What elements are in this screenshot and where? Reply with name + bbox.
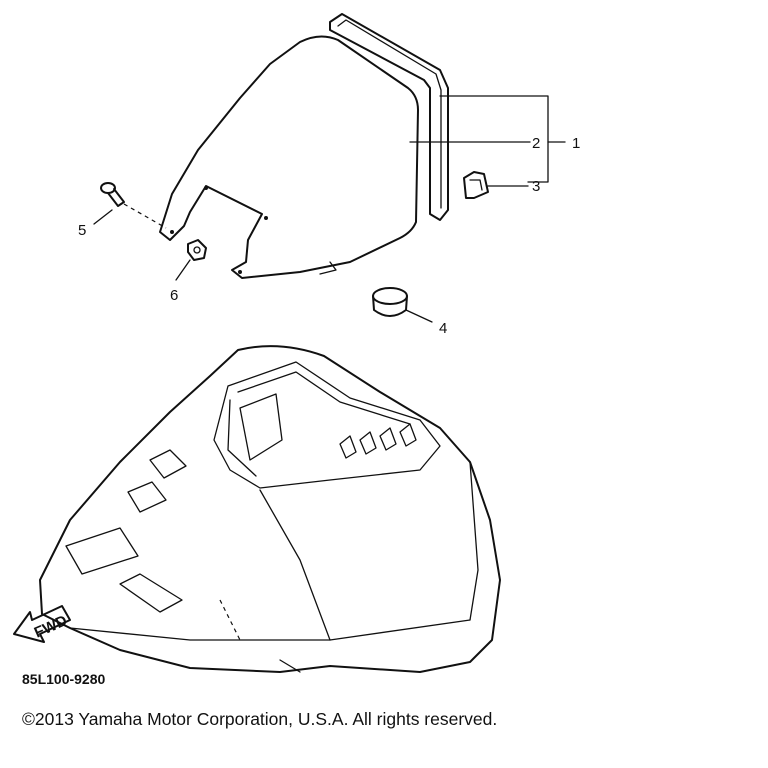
leader-lines	[93, 95, 566, 323]
callout-6: 6	[170, 287, 178, 304]
engine-hood	[39, 345, 501, 673]
windshield	[159, 35, 419, 279]
callout-5: 5	[78, 222, 86, 239]
nut	[187, 239, 207, 261]
copyright-notice: ©2013 Yamaha Motor Corporation, U.S.A. A…	[22, 709, 498, 729]
clip	[463, 171, 489, 199]
screw	[100, 182, 167, 229]
callout-2: 2	[532, 135, 540, 152]
seal-frame	[329, 13, 449, 221]
callout-4: 4	[439, 320, 447, 337]
callout-3: 3	[532, 178, 540, 195]
drawing-code: 85L100-9280	[22, 671, 106, 687]
grommet	[372, 287, 408, 317]
callout-1: 1	[572, 135, 580, 152]
